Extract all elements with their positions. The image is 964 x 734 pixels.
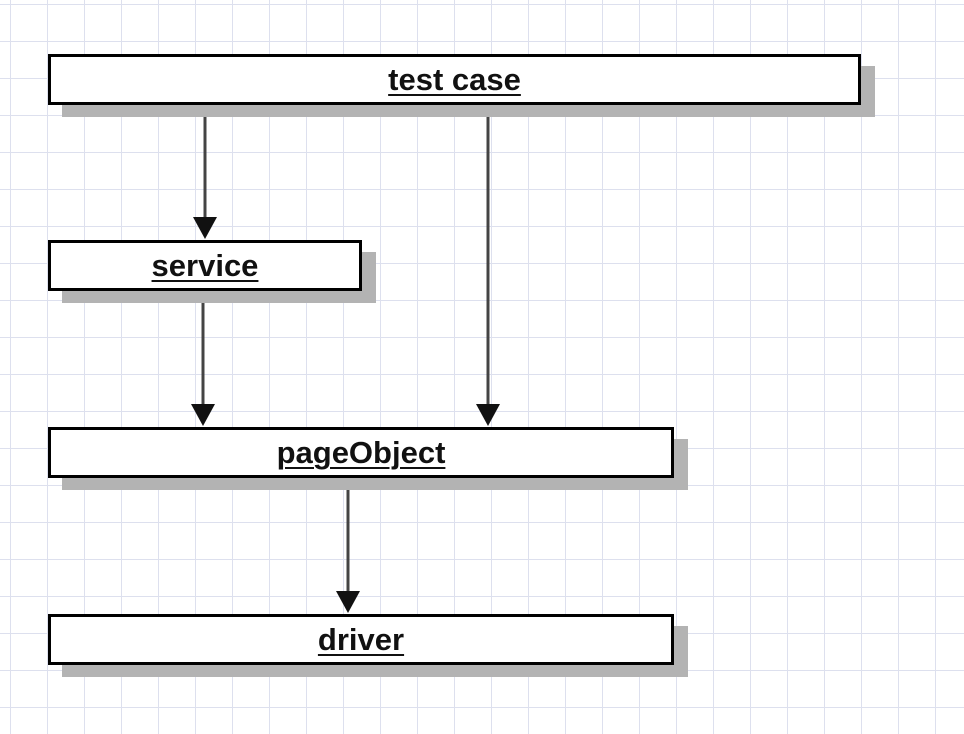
arrowhead-pageobject-from-testcase (476, 404, 500, 426)
node-label-page-object: pageObject (276, 435, 446, 470)
node-test-case: test case (48, 54, 861, 105)
arrowhead-driver (336, 591, 360, 613)
node-label-service: service (151, 248, 259, 283)
node-driver: driver (48, 614, 674, 665)
node-page-object: pageObject (48, 427, 674, 478)
node-label-driver: driver (317, 622, 405, 657)
node-service: service (48, 240, 362, 291)
arrowhead-service (193, 217, 217, 239)
arrowhead-pageobject-from-service (191, 404, 215, 426)
node-label-test-case: test case (388, 62, 521, 97)
